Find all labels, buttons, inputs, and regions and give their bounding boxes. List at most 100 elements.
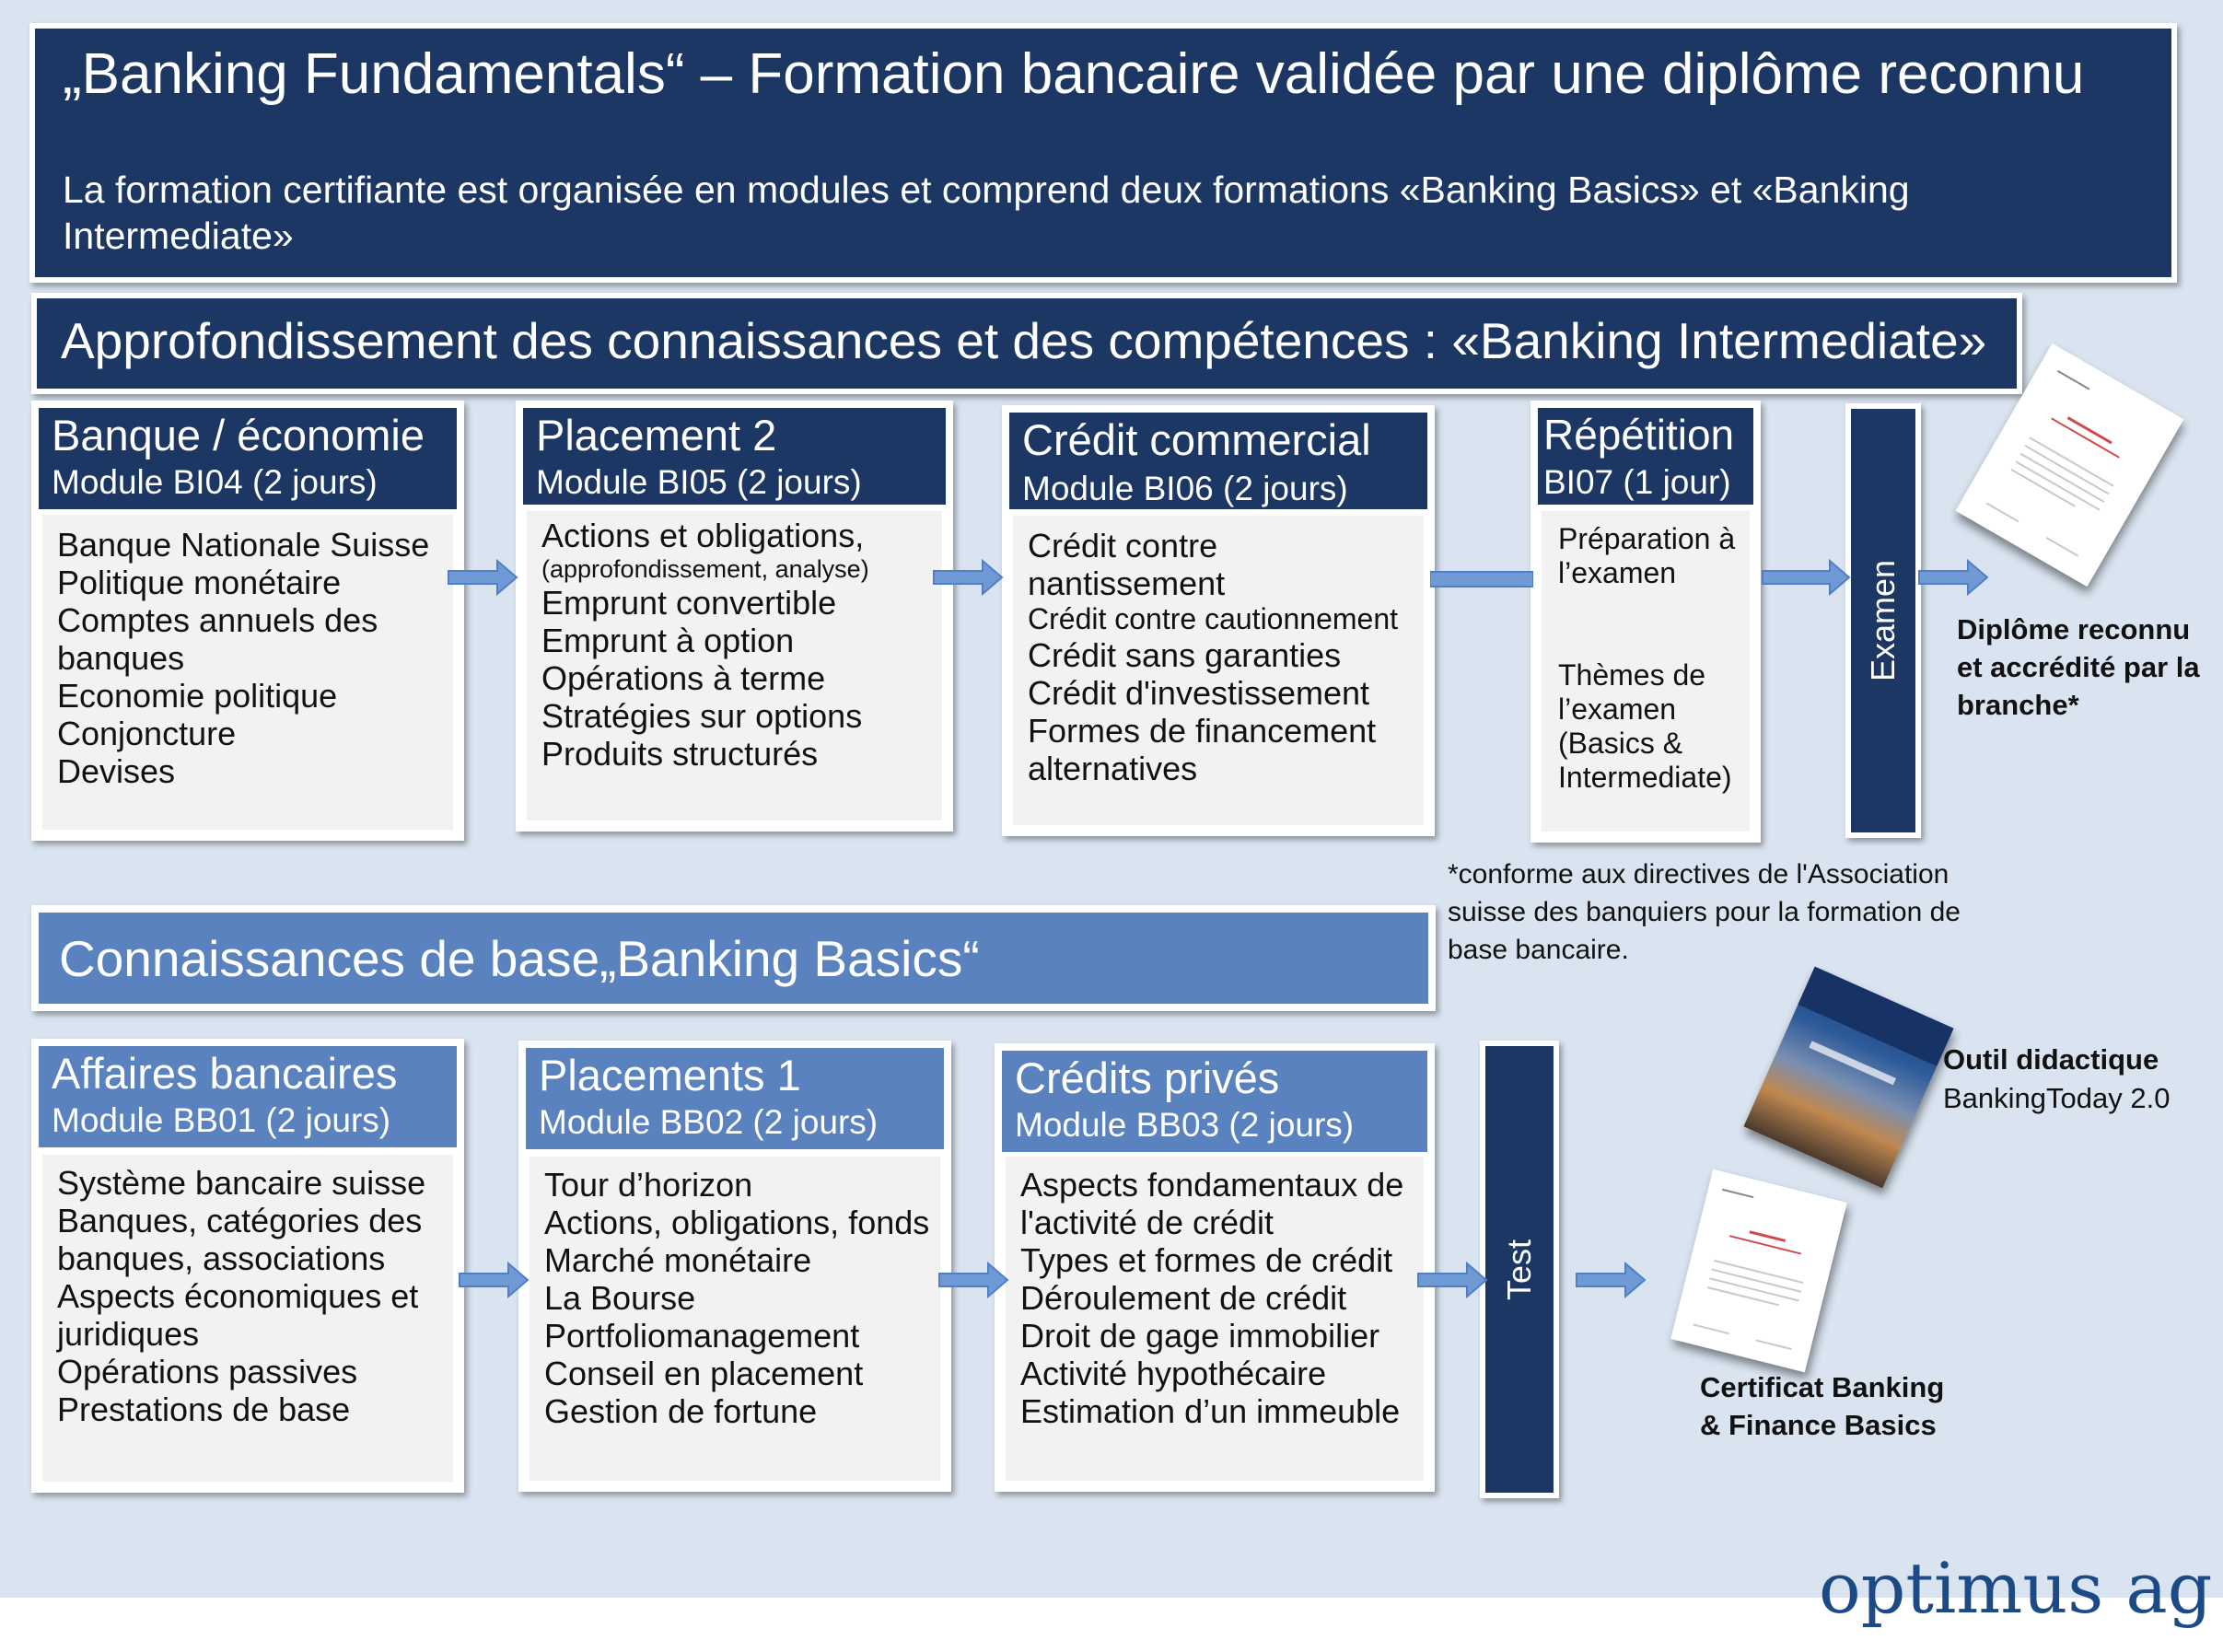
list-item: Economie politique: [57, 677, 338, 715]
arrow-right-icon: [459, 1261, 530, 1299]
list-item: Activité hypothécaire: [1020, 1355, 1327, 1392]
list-item: [1558, 624, 1740, 658]
list-item: Préparation à: [1558, 522, 1736, 555]
list-item: banques: [57, 639, 185, 677]
module-code: Module BB01 (2 jours): [52, 1101, 391, 1139]
list-item: (approfondissement, analyse): [541, 555, 869, 583]
list-item: alternatives: [1028, 750, 1198, 787]
list-item: Emprunt convertible: [541, 584, 837, 622]
diploma-label: Diplôme reconnu et accrédité par la bran…: [1957, 613, 2200, 721]
list-item: Opérations passives: [57, 1353, 358, 1390]
module-code: Module BB03 (2 jours): [1015, 1106, 1355, 1144]
optimus-logo: optimus ag: [1819, 1547, 2213, 1629]
arrow-right-icon: [1762, 558, 1851, 597]
module-code: Module BI04 (2 jours): [52, 463, 378, 501]
arrow-right-icon: [938, 1261, 1009, 1299]
arrow-right-icon: [933, 558, 1004, 597]
list-item: Actions, obligations, fonds: [544, 1204, 930, 1241]
list-item: Estimation d’un immeuble: [1020, 1392, 1401, 1430]
test-bar: Test: [1480, 1041, 1559, 1498]
list-item: Banque Nationale Suisse: [57, 526, 430, 564]
list-item: Banques, catégories des: [57, 1202, 423, 1239]
module-header: Placements 1 Module BB02 (2 jours): [526, 1048, 944, 1149]
basics-banner-text: Connaissances de base„Banking Basics“: [59, 930, 980, 987]
test-label: Test: [1500, 1239, 1538, 1300]
module-title: Banque / économie: [52, 411, 425, 460]
list-item: Opérations à terme: [541, 659, 826, 697]
list-item: Droit de gage immobilier: [1020, 1317, 1380, 1355]
list-item: Aspects fondamentaux de: [1020, 1166, 1404, 1204]
list-item: Aspects économiques et: [57, 1277, 419, 1315]
list-item: [1558, 590, 1740, 624]
basics-banner: Connaissances de base„Banking Basics“: [31, 905, 1436, 1011]
list-item: La Bourse: [544, 1279, 696, 1317]
module-header: Crédit commercial Module BI06 (2 jours): [1009, 413, 1427, 509]
list-item: Thèmes de: [1558, 658, 1706, 692]
list-item: Système bancaire suisse: [57, 1164, 426, 1202]
list-item: Gestion de fortune: [544, 1392, 818, 1430]
arrow-right-icon: [1576, 1261, 1647, 1299]
module-header: Crédits privés Module BB03 (2 jours): [1002, 1051, 1427, 1152]
arrow-right-icon: [1918, 558, 1989, 597]
module-title: Affaires bancaires: [52, 1049, 398, 1098]
module-body: Banque Nationale Suisse Politique monéta…: [42, 515, 453, 830]
list-item: Produits structurés: [541, 735, 819, 773]
module-title: Crédits privés: [1015, 1053, 1280, 1102]
module-title: Placement 2: [536, 411, 777, 460]
module-body: Crédit contre nantissement Crédit contre…: [1013, 516, 1424, 825]
module-body: Actions et obligations, (approfondisseme…: [527, 511, 942, 820]
module-bi04: Banque / économie Module BI04 (2 jours) …: [31, 401, 464, 841]
list-item: (Basics &: [1558, 727, 1683, 760]
list-item: Crédit d'investissement: [1028, 674, 1370, 712]
page-subtitle: La formation certifiante est organisée e…: [63, 169, 1910, 257]
list-item: Conseil en placement: [544, 1355, 864, 1392]
list-item: Crédit sans garanties: [1028, 636, 1342, 674]
title-block: „Banking Fundamentals“ – Formation banca…: [29, 23, 2177, 283]
list-item: Prestations de base: [57, 1390, 351, 1428]
list-item: Politique monétaire: [57, 564, 342, 601]
module-header: Affaires bancaires Module BB01 (2 jours): [39, 1046, 457, 1147]
module-header: Répétition BI07 (1 jour): [1538, 408, 1753, 505]
module-body: Aspects fondamentaux de l'activité de cr…: [1006, 1157, 1424, 1481]
module-code: Module BI06 (2 jours): [1022, 470, 1348, 507]
module-body: Tour d’horizon Actions, obligations, fon…: [530, 1157, 940, 1481]
list-item: Conjoncture: [57, 715, 237, 752]
module-bi06: Crédit commercial Module BI06 (2 jours) …: [1002, 405, 1435, 836]
module-title: Répétition: [1543, 411, 1735, 459]
list-item: l'activité de crédit: [1020, 1204, 1274, 1241]
module-body: Préparation à l’examen Thèmes de l’exame…: [1542, 511, 1750, 832]
module-bb03: Crédits privés Module BB03 (2 jours) Asp…: [995, 1043, 1435, 1492]
arrow-right-icon: [1417, 1261, 1488, 1299]
list-item: Marché monétaire: [544, 1241, 812, 1279]
intermediate-banner: Approfondissement des connaissances et d…: [31, 293, 2022, 394]
page-title: „Banking Fundamentals“ – Formation banca…: [63, 42, 2085, 106]
list-item: Intermediate): [1558, 761, 1732, 794]
module-header: Placement 2 Module BI05 (2 jours): [523, 408, 946, 505]
certificate-label: Certificat Banking & Finance Basics: [1700, 1371, 1945, 1441]
list-item: juridiques: [57, 1315, 200, 1353]
intermediate-banner-text: Approfondissement des connaissances et d…: [61, 312, 1987, 369]
list-item: Comptes annuels des: [57, 601, 378, 639]
list-item: Devises: [57, 752, 176, 790]
module-title: Placements 1: [539, 1051, 801, 1099]
module-code: Module BB02 (2 jours): [539, 1103, 879, 1141]
module-bi07: Répétition BI07 (1 jour) Préparation à l…: [1530, 401, 1761, 843]
list-item: Emprunt à option: [541, 622, 795, 659]
module-body: Système bancaire suisse Banques, catégor…: [42, 1155, 453, 1482]
module-title: Crédit commercial: [1022, 415, 1371, 464]
module-bi05: Placement 2 Module BI05 (2 jours) Action…: [516, 401, 953, 832]
list-item: Actions et obligations,: [541, 517, 865, 554]
exam-bar: Examen: [1845, 403, 1921, 838]
list-item: Types et formes de crédit: [1020, 1241, 1393, 1279]
tool-title: Outil didactique: [1943, 1043, 2159, 1076]
module-bb02: Placements 1 Module BB02 (2 jours) Tour …: [518, 1041, 951, 1492]
list-item: Formes de financement: [1028, 712, 1377, 750]
list-item: Crédit contre cautionnement: [1028, 602, 1398, 635]
footnote: *conforme aux directives de l'Associatio…: [1448, 859, 1961, 965]
arrow-right-icon: [448, 558, 518, 597]
tool-name: BankingToday 2.0: [1943, 1082, 2171, 1114]
list-item: Portfoliomanagement: [544, 1317, 860, 1355]
connector-line: [1430, 571, 1533, 588]
list-item: l’examen: [1558, 556, 1677, 589]
list-item: Crédit contre nantissement: [1028, 527, 1226, 602]
